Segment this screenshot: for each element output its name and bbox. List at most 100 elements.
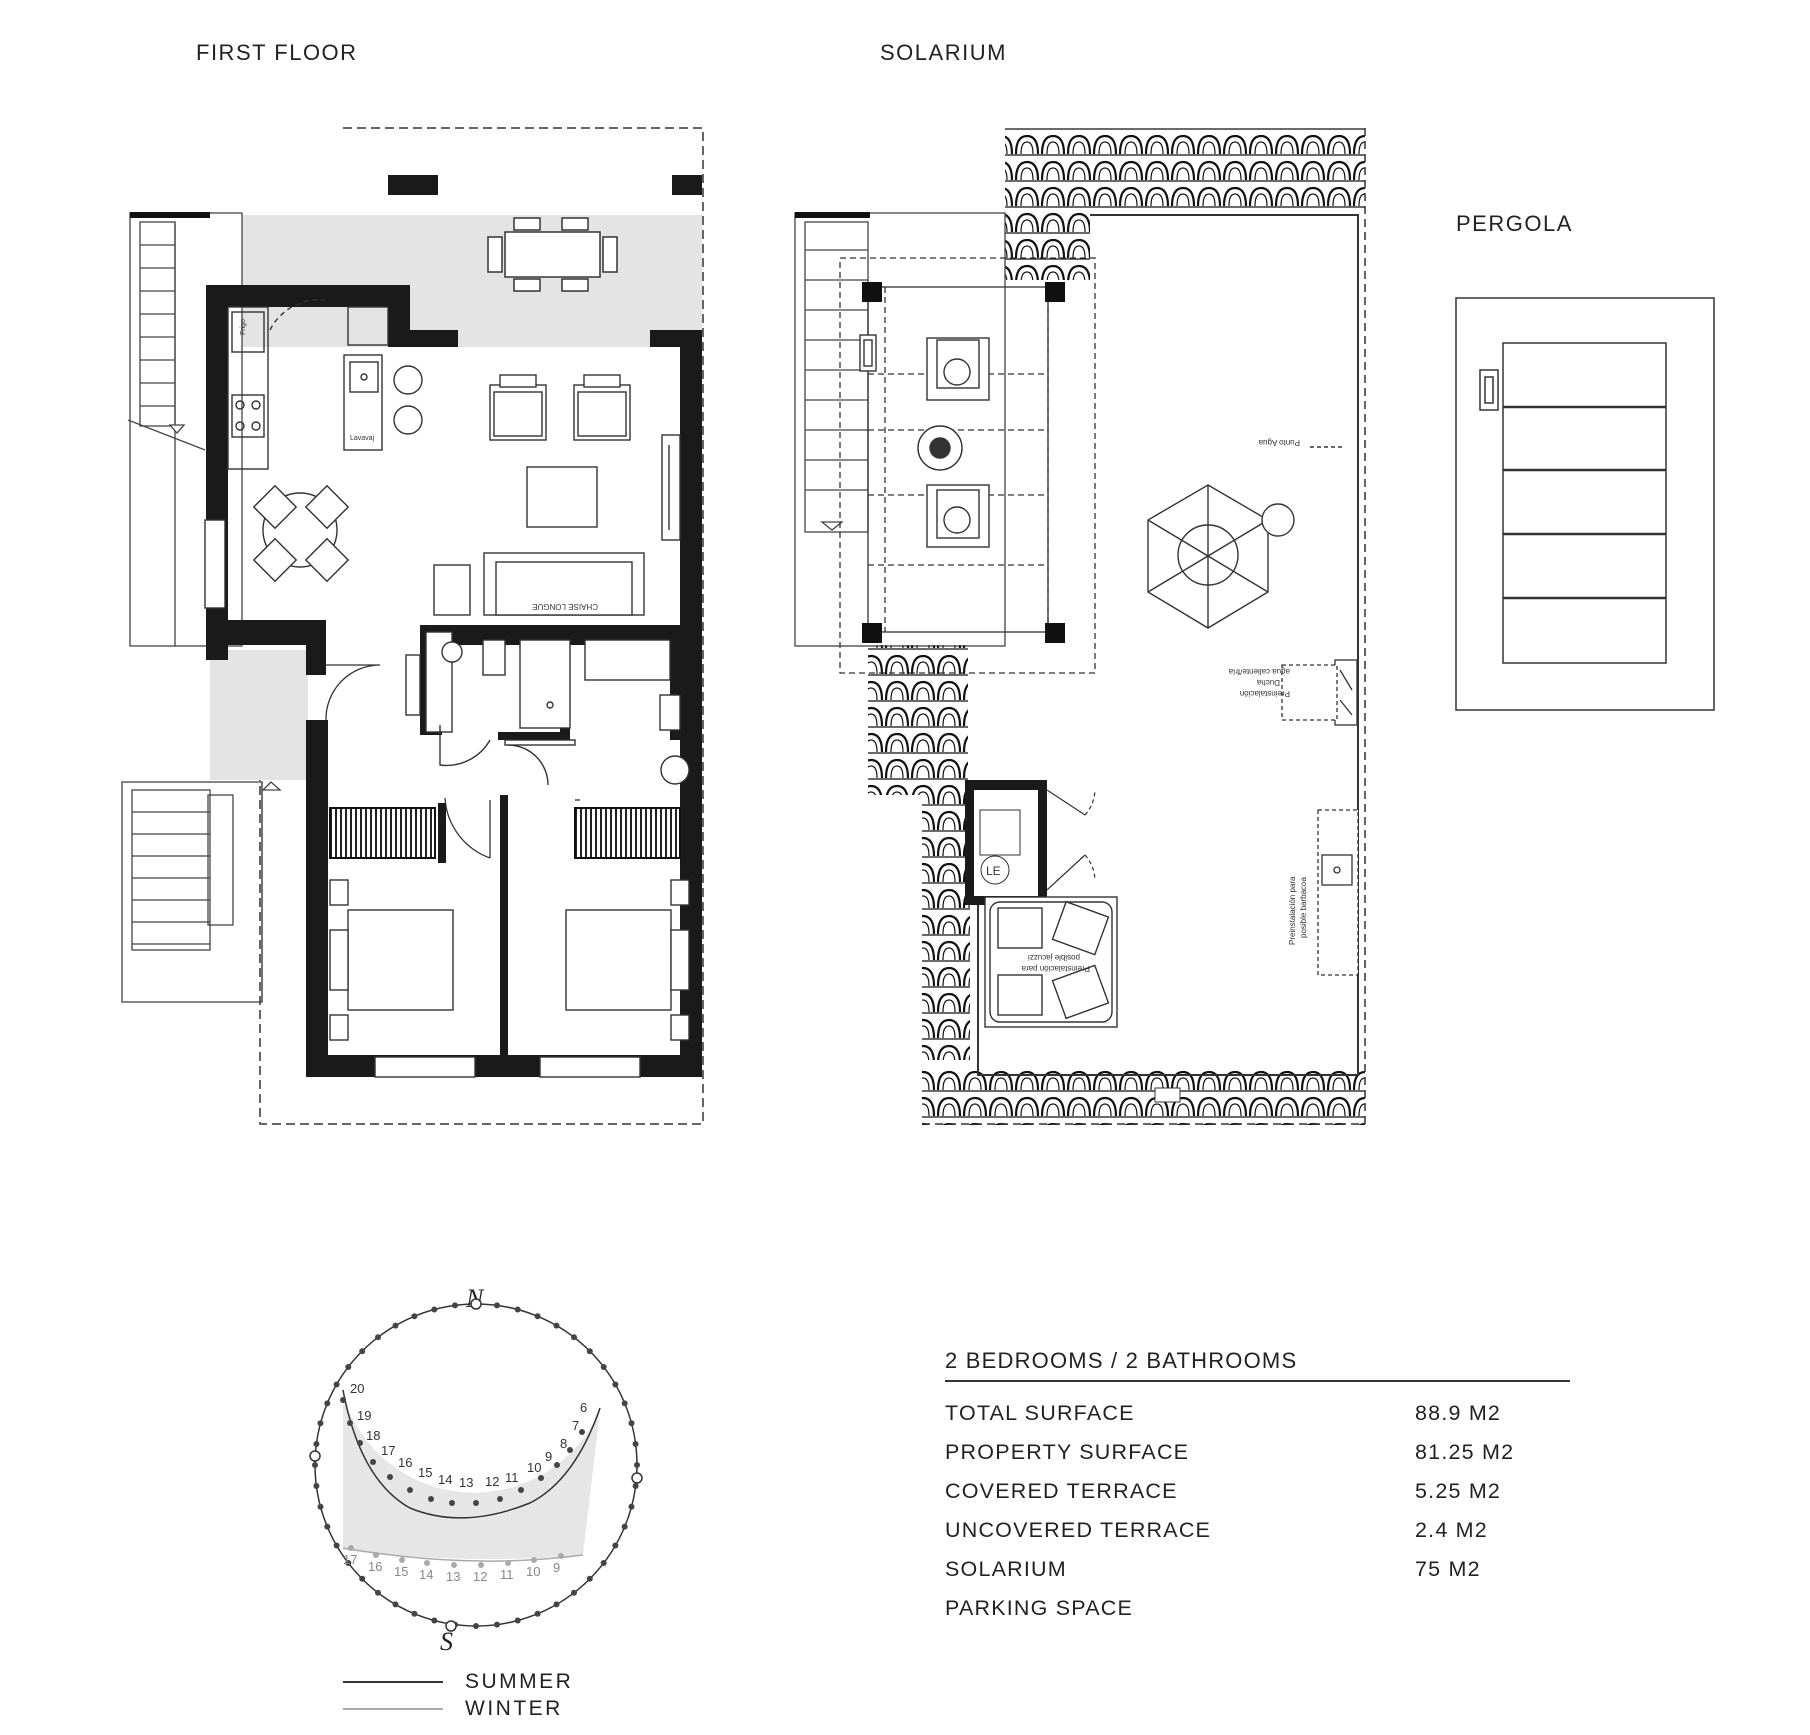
summer-hour-dot [579,1429,585,1435]
winter-hour-label: 11 [500,1567,514,1582]
summer-hour-dot [567,1447,573,1453]
summer-hour-dot [357,1440,363,1446]
rim-dot [345,1364,352,1370]
winter-hour-dot [451,1562,457,1568]
solarium-outline [922,128,1366,1125]
winter-hour-label: 14 [419,1567,433,1582]
rim-dot [553,1322,560,1329]
summary-value: 88.9 M2 [1415,1401,1502,1425]
rim-dot [375,1589,381,1596]
winter-swatch [343,1707,443,1710]
rim-dot [392,1601,399,1608]
summer-hour-dot [387,1474,393,1480]
uncovered-terrace-area [210,650,308,780]
shower-note-3: agua caliente/fría [1228,667,1290,676]
rim-dot [632,1483,639,1489]
rim-dot [392,1322,399,1329]
summer-hour-label: 13 [459,1475,473,1490]
summer-legend-label: SUMMER [465,1669,574,1693]
winter-legend-label: WINTER [465,1696,563,1720]
rim-dot [359,1575,366,1582]
water-point-label: Punto Agua [1258,438,1300,447]
summary-value: 2.4 M2 [1415,1518,1488,1542]
summer-hour-label: 7 [572,1418,579,1433]
summary-value: 81.25 M2 [1415,1440,1515,1464]
rim-dot [411,1313,418,1320]
rim-dot [452,1302,458,1309]
summer-hour-label: 19 [357,1408,371,1423]
rim-dot [514,1617,521,1624]
dishwasher-label: Lavavaj [350,435,375,442]
summary-row: PARKING SPACE [945,1589,1570,1628]
rim-dot [571,1334,577,1341]
summer-hour-label: 16 [398,1455,412,1470]
summer-hour-label: 17 [381,1443,395,1458]
shower-preinstallation: Preinstalación Ducha agua caliente/fría [1228,659,1358,726]
bbq-note-1: Preinstalación para [1288,876,1297,945]
rim-dot [628,1503,635,1510]
rim-dot [333,1542,340,1549]
bathrooms [405,631,690,786]
rim-dot [514,1306,521,1313]
summer-hour-label: 15 [418,1465,432,1480]
winter-hour-dot [373,1552,379,1558]
winter-hour-dot [348,1545,354,1551]
summer-hour-dot [428,1496,434,1502]
summer-hour-dot [370,1459,376,1465]
compass-rim-dots [312,1301,640,1629]
winter-hour-dot [505,1560,511,1566]
summary-label: COVERED TERRACE [945,1479,1178,1503]
roof-tiles-top [1005,128,1365,208]
svg-text:Preinstalación para po: Preinstalación para posible jacuzzi [1019,953,1090,973]
solarium-pergola-structure [839,257,1096,674]
winter-hour-label: 17 [343,1552,357,1567]
first-floor-plan: Frigo Lavavaj CHAISE LONGUE [121,127,704,1125]
rim-dot [313,1483,320,1489]
summary-row: TOTAL SURFACE 88.9 M2 [945,1394,1570,1433]
shower-note-1: Preinstalación [1240,689,1290,698]
rim-dot [600,1560,607,1566]
winter-hour-label: 16 [368,1559,382,1574]
solarium-title: SOLARIUM [880,40,1007,65]
svg-text:Preinstalación Ducha: Preinstalación Ducha agua caliente/fría [1228,667,1290,698]
winter-hour-label: 13 [446,1569,460,1584]
summer-hour-label: 10 [527,1460,541,1475]
summer-hour-dot [473,1500,479,1506]
winter-hour-label: 12 [473,1569,487,1584]
winter-hour-dot [424,1560,430,1566]
bbq-preinstallation: Preinstalación para posible barbacoa [1288,809,1359,976]
winter-hour-dot [531,1557,537,1563]
rim-dot [612,1381,619,1388]
rim-dot [494,1621,500,1628]
summer-hour-label: 11 [505,1470,519,1485]
bedrooms-furniture [329,879,690,1078]
summer-hour-dot [497,1496,503,1502]
rim-dot [359,1348,366,1355]
bedroom-doors [444,797,580,859]
summary-label: TOTAL SURFACE [945,1401,1135,1425]
summary-value: 75 M2 [1415,1557,1481,1581]
jacuzzi-note-2: posible jacuzzi [1028,953,1080,962]
summary-label: SOLARIUM [945,1557,1067,1581]
living-room-furniture: CHAISE LONGUE [433,374,681,616]
pergola-plan [1455,297,1715,711]
rim-dot [534,1610,541,1617]
rim-dot [612,1542,619,1549]
rim-dot [534,1313,541,1320]
rim-dot [375,1334,381,1341]
first-floor-outline [259,127,704,1125]
winter-hour-label: 15 [394,1564,408,1579]
entrance-door [325,664,381,721]
rim-dot [473,1623,479,1629]
rim-dot [586,1575,593,1582]
rim-dot [317,1420,324,1427]
summer-hour-dot [407,1487,413,1493]
rim-dot [312,1462,318,1468]
winter-hour-dot [399,1557,405,1563]
laundry-closet: LE [965,780,1096,905]
